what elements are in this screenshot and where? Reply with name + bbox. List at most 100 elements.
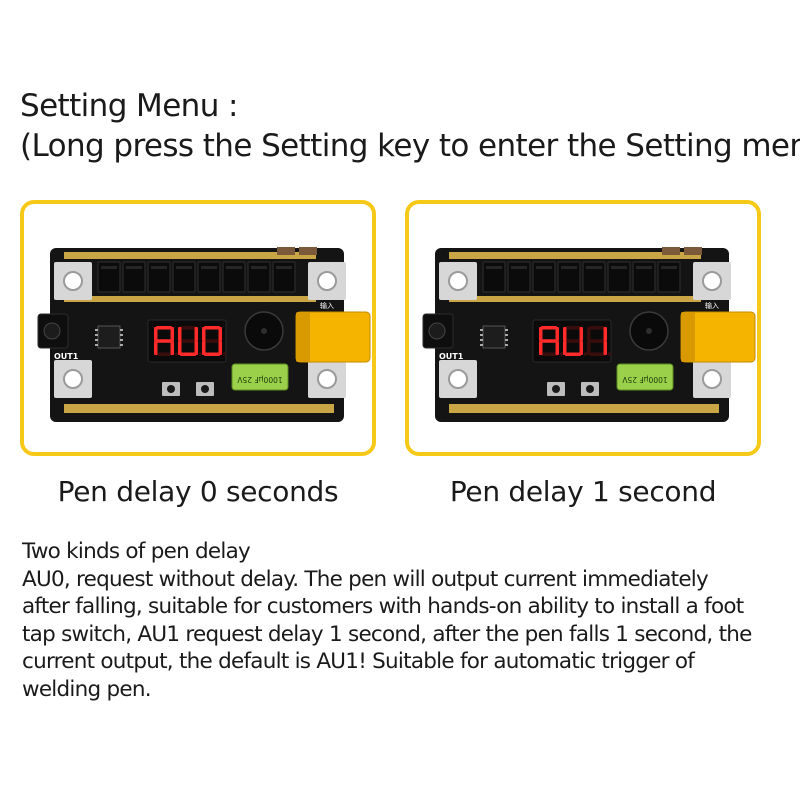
mosfet	[97, 261, 121, 293]
led-segment	[218, 341, 222, 355]
mosfet-detail	[636, 266, 652, 269]
description-line: Two kinds of pen delay	[22, 539, 251, 564]
mosfet-detail	[151, 266, 167, 269]
menu-instruction: (Long press the Setting key to enter the…	[20, 128, 800, 164]
mosfet	[172, 261, 196, 293]
mosfet	[657, 261, 681, 293]
led-dot	[222, 352, 227, 356]
buzzer-hole	[646, 328, 652, 334]
led-segment	[156, 339, 172, 343]
ic-pin	[120, 339, 123, 341]
led-segment	[178, 327, 182, 341]
ic-pin	[505, 339, 508, 341]
ic-chip	[97, 325, 121, 349]
mosfet-detail	[661, 266, 677, 269]
xt-connector-side	[296, 312, 310, 362]
mosfet-detail	[536, 266, 552, 269]
gold-rail	[449, 296, 701, 302]
ic-pin	[95, 339, 98, 341]
input-label: 输入	[320, 301, 334, 310]
led-segment	[154, 341, 158, 355]
led-segment	[202, 327, 206, 341]
led-segment	[156, 352, 172, 356]
mosfet	[632, 261, 656, 293]
dc-jack-hole	[43, 322, 61, 340]
led-segment	[541, 339, 557, 343]
input-label: 输入	[705, 301, 719, 310]
led-segment	[541, 326, 557, 330]
led-segment	[579, 327, 583, 341]
dc-jack-hole	[428, 322, 446, 340]
caption-pen-delay-0: Pen delay 0 seconds	[57, 475, 339, 508]
mosfet	[197, 261, 221, 293]
led-segment	[218, 327, 222, 341]
capacitor	[616, 363, 674, 391]
ic-pin	[95, 334, 98, 336]
buzzer-hole	[261, 328, 267, 334]
led-segment	[170, 341, 174, 355]
out-label: OUT1	[439, 352, 464, 361]
ic-pin	[95, 344, 98, 346]
mount-hole	[317, 271, 337, 291]
led-segment	[563, 327, 567, 341]
mosfet-detail	[126, 266, 142, 269]
ic-pin	[120, 344, 123, 346]
mount-hole	[63, 271, 83, 291]
push-button-cap	[552, 385, 560, 393]
ic-pin	[120, 334, 123, 336]
mount-hole	[702, 369, 722, 389]
mosfet	[247, 261, 271, 293]
caption-pen-delay-1: Pen delay 1 second	[449, 475, 717, 508]
gold-rail	[449, 252, 701, 259]
gold-rail	[449, 404, 719, 413]
push-button-cap	[201, 385, 209, 393]
ic-pin	[120, 329, 123, 331]
mosfet	[532, 261, 556, 293]
mosfet	[507, 261, 531, 293]
led-segment	[202, 341, 206, 355]
ic-pin	[505, 329, 508, 331]
mosfet-detail	[226, 266, 242, 269]
ic-pin	[480, 344, 483, 346]
mount-hole	[63, 369, 83, 389]
led-segment	[603, 341, 607, 355]
menu-title: Setting Menu :	[20, 88, 238, 124]
mosfet-detail	[561, 266, 577, 269]
mosfet	[607, 261, 631, 293]
led-segment	[587, 341, 591, 355]
mosfet-detail	[276, 266, 292, 269]
out-label: OUT1	[54, 352, 79, 361]
description-line: AU0, request without delay. The pen will…	[22, 566, 709, 592]
mosfet-detail	[586, 266, 602, 269]
led-segment	[180, 326, 196, 330]
led-segment	[180, 339, 196, 343]
push-button-cap	[167, 385, 175, 393]
led-segment	[587, 327, 591, 341]
led-segment	[170, 327, 174, 341]
led-segment	[539, 341, 543, 355]
led-segment	[180, 352, 196, 356]
mount-hole	[702, 271, 722, 291]
resistor	[684, 247, 702, 255]
ic-pin	[95, 329, 98, 331]
ic-pin	[505, 334, 508, 336]
mosfet	[222, 261, 246, 293]
led-segment	[589, 326, 605, 330]
ic-pin	[505, 344, 508, 346]
mount-hole	[448, 271, 468, 291]
resistor	[299, 247, 317, 255]
led-segment	[555, 341, 559, 355]
led-dot	[559, 352, 564, 356]
mount-hole	[317, 369, 337, 389]
description-line: tap switch, AU1 request delay 1 second, …	[22, 621, 752, 647]
mosfet-detail	[511, 266, 527, 269]
capacitor	[231, 363, 289, 391]
led-segment	[579, 341, 583, 355]
xt-connector-side	[681, 312, 695, 362]
led-segment	[194, 327, 198, 341]
led-segment	[589, 339, 605, 343]
mosfet	[482, 261, 506, 293]
led-dot	[607, 352, 612, 356]
